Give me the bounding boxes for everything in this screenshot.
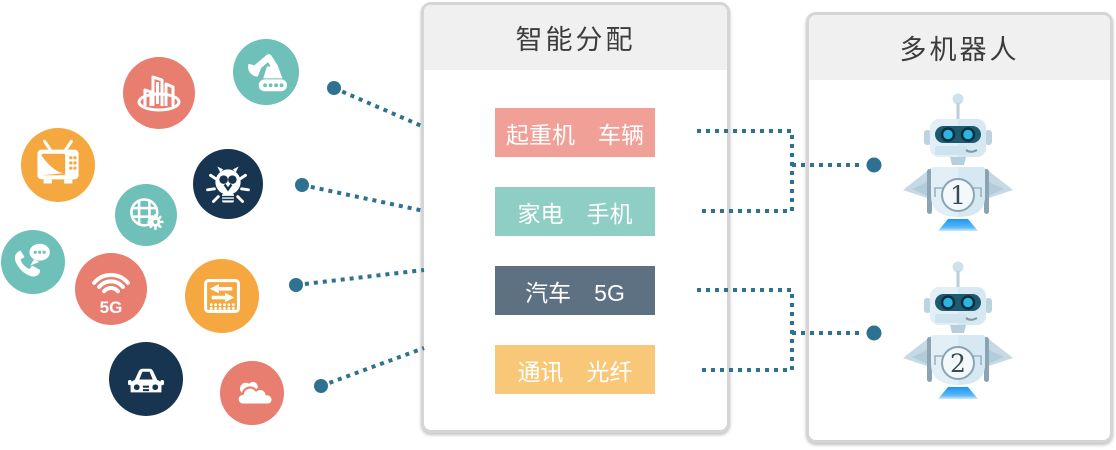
connector-dot [314, 379, 328, 393]
connector-dot [327, 81, 341, 95]
connector-lightbulb-to-panel [301, 183, 425, 213]
robots-panel-title: 多机器人 [899, 35, 1020, 65]
connector-excavator-to-panel [333, 86, 425, 129]
wifi-5g-icon: 5G [75, 253, 147, 325]
robot-1: 1 [900, 93, 1016, 231]
wifi-5g-label: 5G [100, 298, 123, 317]
globe-gear-icon [115, 184, 177, 246]
allocation-label-telecom-fiber: 通讯 光纤 [495, 345, 655, 394]
robots-panel: 多机器人 [806, 12, 1113, 443]
phone-chat-icon [1, 230, 65, 294]
allocation-panel-title: 智能分配 [515, 25, 636, 55]
allocation-label-crane-vehicle: 起重机 车辆 [495, 108, 655, 157]
building-icon [123, 57, 195, 129]
robots-panel-header: 多机器人 [809, 15, 1110, 80]
car-icon [109, 342, 183, 416]
connector-cloud-to-panel [320, 346, 425, 388]
cloud-icon [220, 361, 284, 425]
tv-icon [21, 128, 95, 202]
allocation-panel: 智能分配 起重机 车辆 家电 手机 汽车 5G 通讯 光纤 [421, 2, 730, 433]
connector-dot [295, 178, 309, 192]
lightbulb-icon [193, 149, 263, 219]
connector-switch-to-panel [295, 268, 425, 287]
network-switch-icon [185, 259, 259, 333]
robot-2-number: 2 [950, 349, 966, 378]
excavator-icon [233, 39, 299, 105]
robot-1-number: 1 [950, 181, 966, 210]
allocation-label-appliance-phone: 家电 手机 [495, 187, 655, 236]
allocation-label-auto-5g: 汽车 5G [495, 266, 655, 315]
allocation-panel-header: 智能分配 [424, 5, 727, 70]
robot-2: 2 [900, 261, 1016, 399]
connector-dot [289, 278, 303, 292]
